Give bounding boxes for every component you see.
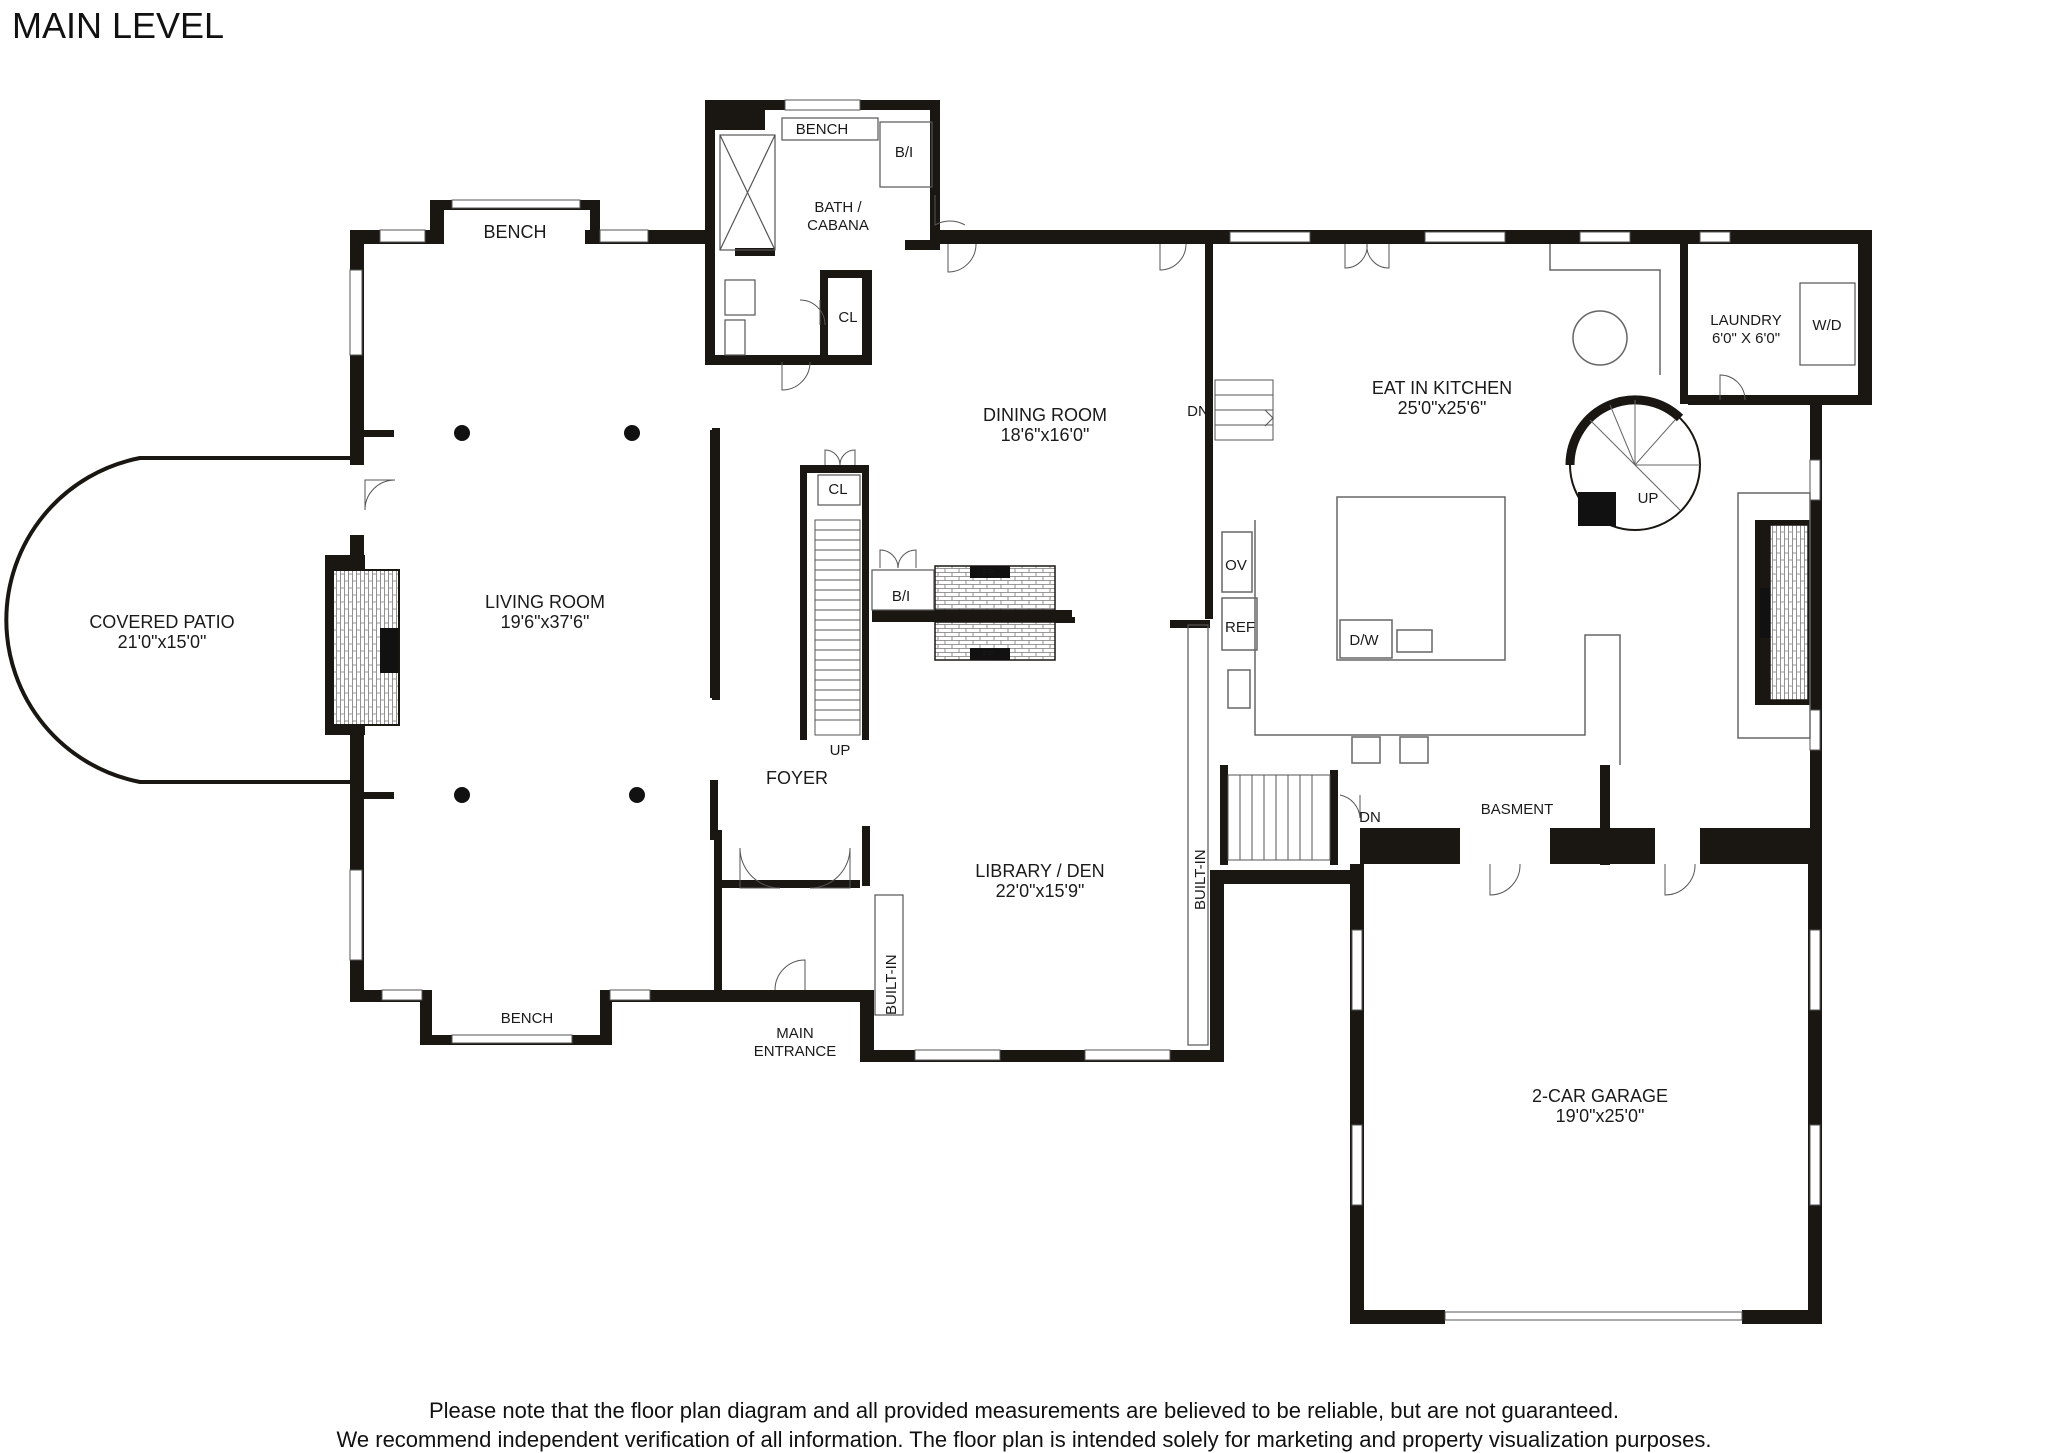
label-bi-bath: B/I (895, 144, 913, 161)
label-builtin-right: BUILT-IN (1192, 849, 1209, 910)
kitchen-fixtures (1221, 244, 1811, 765)
room-labels: BENCH BENCH B/I BATH / CABANA CL DINING … (89, 121, 1841, 1126)
label-living-room: LIVING ROOM (485, 592, 605, 612)
washer-dryer (1799, 282, 1856, 366)
label-dishwasher: D/W (1349, 632, 1379, 649)
label-up-spiral: UP (1638, 490, 1659, 507)
label-dining-dim: 18'6"x16'0" (1001, 425, 1090, 445)
label-bath-line1: BATH / (814, 199, 862, 216)
label-bench-top: BENCH (483, 222, 546, 242)
fireplace-foyer: FP FP (934, 565, 1056, 661)
covered-patio-outline (4, 456, 350, 784)
label-builtin-left: BUILT-IN (883, 954, 900, 1015)
closet-foyer (817, 474, 861, 506)
basement-stair (1227, 774, 1331, 861)
label-laundry: LAUNDRY (1710, 312, 1781, 329)
label-main-entrance-1: MAIN (776, 1025, 814, 1042)
columns (454, 425, 645, 803)
label-living-dim: 19'6"x37'6" (501, 612, 590, 632)
label-cl-foyer: CL (828, 481, 847, 498)
label-dn-kitchen: DN (1187, 403, 1209, 420)
label-bi-foyer: B/I (892, 588, 910, 605)
windows (349, 99, 1821, 1321)
fireplace-living (332, 569, 400, 726)
label-foyer: FOYER (766, 768, 828, 788)
fp-label: FP (983, 568, 993, 577)
label-garage-dim: 19'0"x25'0" (1556, 1106, 1645, 1126)
page-title: MAIN LEVEL (12, 5, 224, 46)
bath-fixtures (719, 117, 933, 356)
label-bench-bottom: BENCH (501, 1010, 554, 1027)
label-oven: OV (1225, 557, 1247, 574)
partitions (364, 428, 720, 799)
label-basement: BASMENT (1481, 801, 1554, 818)
disclaimer-line-2: We recommend independent verification of… (336, 1427, 1712, 1452)
label-dn-basement: DN (1359, 809, 1381, 826)
label-covered-patio: COVERED PATIO (89, 612, 234, 632)
doors (364, 195, 1746, 991)
label-kitchen-dim: 25'0"x25'6" (1398, 398, 1487, 418)
disclaimer-line-1: Please note that the floor plan diagram … (429, 1398, 1619, 1423)
label-patio-dim: 21'0"x15'0" (118, 632, 207, 652)
label-garage: 2-CAR GARAGE (1532, 1086, 1668, 1106)
label-dining-room: DINING ROOM (983, 405, 1107, 425)
fireplace-kitchen (1760, 524, 1809, 701)
label-cl-bath: CL (838, 309, 857, 326)
builtin-library (874, 894, 904, 1016)
walls (325, 100, 1872, 1324)
builtin-right (1187, 624, 1209, 1046)
kitchen-stair (1214, 379, 1274, 441)
label-library: LIBRARY / DEN (975, 861, 1104, 881)
label-laundry-dim: 6'0" X 6'0" (1712, 330, 1780, 347)
spiral-staircase (1565, 395, 1701, 531)
fp-label: FP (983, 650, 993, 659)
label-wd: W/D (1812, 317, 1841, 334)
label-up-stair: UP (830, 742, 851, 759)
label-kitchen: EAT IN KITCHEN (1372, 378, 1512, 398)
foyer-staircase (814, 519, 861, 736)
label-main-entrance-2: ENTRANCE (754, 1043, 837, 1060)
label-refrigerator: REF (1225, 619, 1255, 636)
builtin-foyer (871, 569, 935, 611)
label-bench-bath: BENCH (796, 121, 849, 138)
label-library-dim: 22'0"x15'9" (996, 881, 1085, 901)
label-bath-line2: CABANA (807, 217, 869, 234)
